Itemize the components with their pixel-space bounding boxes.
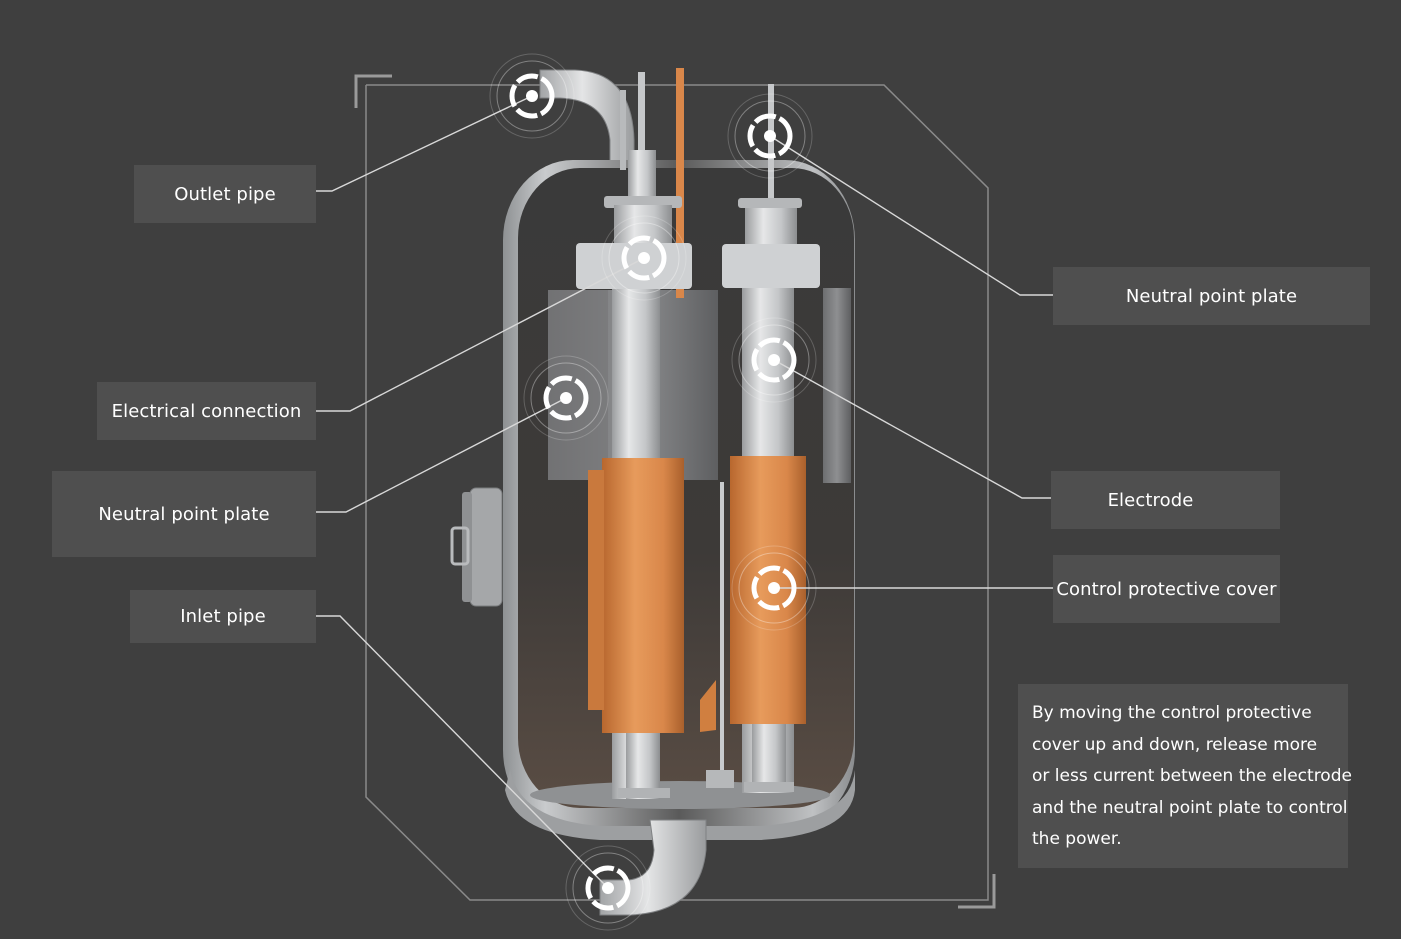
label-inlet-pipe: Inlet pipe: [130, 590, 316, 643]
description-line: cover up and down, release more: [1032, 734, 1318, 755]
control-rod: [720, 482, 724, 782]
label-electrode-text: Electrode: [1107, 489, 1194, 511]
marker-outlet-pipe: [489, 53, 575, 139]
description-line: By moving the control protective: [1032, 703, 1312, 723]
marker-control-cover: [731, 545, 817, 631]
protective-cover-left: [602, 458, 684, 733]
label-inlet-pipe-text: Inlet pipe: [180, 606, 266, 627]
neutral-plate-right: [823, 288, 851, 483]
leader-neutral-plate-right: [769, 135, 1060, 296]
label-neutral-point-plate-right: Neutral point plate: [1053, 267, 1370, 325]
marker-inlet-pipe: [565, 845, 651, 931]
leader-electrode: [773, 359, 1056, 499]
copper-rod: [676, 68, 684, 298]
description-line: or less current between the electrode: [1032, 766, 1352, 786]
label-outlet-pipe: Outlet pipe: [134, 165, 316, 223]
description-line: and the neutral point plate to control: [1032, 797, 1348, 818]
side-flange: [469, 487, 503, 607]
marker-electrical-connection: [601, 215, 687, 301]
frame-corner-bottom-right: [958, 874, 996, 909]
label-neutral-point-plate-right-text: Neutral point plate: [1125, 285, 1298, 307]
leader-inlet-pipe: [310, 615, 609, 889]
label-electrical-connection-text: Electrical connection: [111, 400, 302, 422]
marker-neutral-plate-left: [523, 355, 609, 441]
frame-outline: [365, 84, 989, 901]
leader-outlet-pipe: [309, 95, 533, 192]
marker-neutral-plate-right: [727, 93, 813, 179]
description-box: By moving the control protective cover u…: [1018, 684, 1352, 868]
electrical-rod-left: [638, 72, 645, 182]
electrical-rod-right: [768, 84, 774, 204]
leader-electrical-connection: [316, 257, 645, 412]
label-control-protective-cover: Control protective cover: [1053, 555, 1280, 623]
marker-electrode: [731, 317, 817, 403]
description-line: the power.: [1032, 829, 1122, 849]
label-electrode: Electrode: [1051, 471, 1280, 529]
leader-neutral-plate-left: [307, 397, 567, 513]
label-neutral-point-plate-left-text: Neutral point plate: [98, 503, 270, 525]
label-electrical-connection: Electrical connection: [97, 382, 316, 440]
leader-lines: [307, 95, 1060, 889]
frame-corner-top-left: [354, 74, 392, 108]
label-control-protective-cover-text: Control protective cover: [1056, 578, 1277, 600]
label-neutral-point-plate-left: Neutral point plate: [52, 471, 316, 557]
label-outlet-pipe-text: Outlet pipe: [174, 183, 276, 205]
